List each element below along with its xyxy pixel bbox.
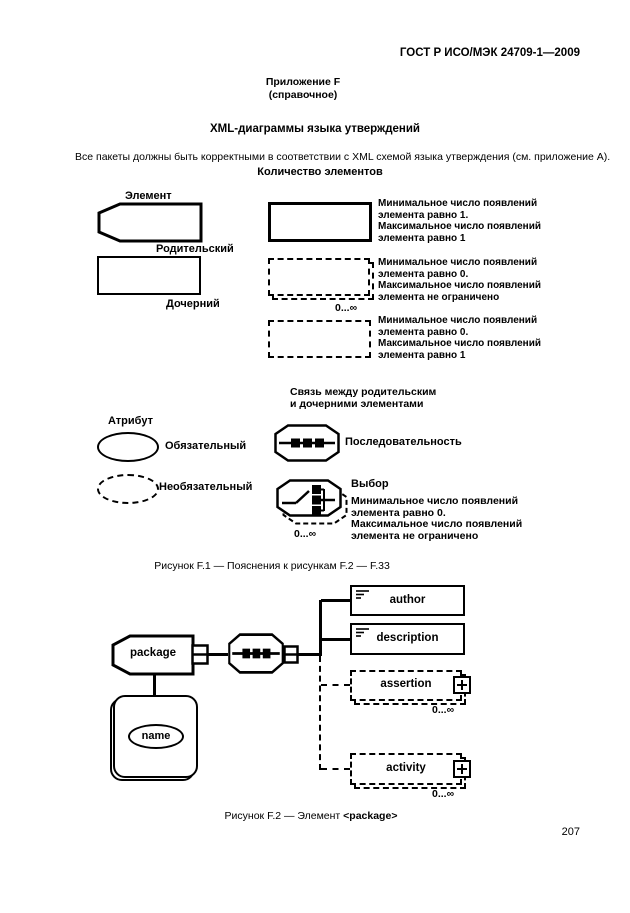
note-line: элемента равно 0. xyxy=(378,326,469,338)
occurrence-note-2: Минимальное число появлений элемента рав… xyxy=(378,257,541,303)
optional-label: Необязательный xyxy=(159,481,253,493)
name-attr-label: name xyxy=(141,730,171,742)
note-line: Максимальное число появлений xyxy=(351,518,523,531)
note-line: элемента не ограничено xyxy=(351,529,479,542)
occurrence-note-3: Минимальное число появлений элемента рав… xyxy=(378,315,541,361)
branch-line-author xyxy=(321,599,350,602)
package-node-label: package xyxy=(129,647,177,659)
page-number: 207 xyxy=(561,826,580,838)
connector-line xyxy=(298,653,320,656)
plus-icon xyxy=(457,680,467,690)
description-node: description xyxy=(350,623,465,655)
note-line: элемента равно 0. xyxy=(378,268,469,280)
sequence-icon xyxy=(274,424,340,462)
connector-line xyxy=(208,653,228,656)
author-node-label: author xyxy=(389,594,426,606)
note-line: элемента не ограничено xyxy=(378,291,500,303)
expand-plus-icon xyxy=(453,760,471,778)
parent-label: Родительский xyxy=(156,243,234,255)
package-tag-shape xyxy=(111,634,195,676)
choice-note: Минимальное число появлений элемента рав… xyxy=(351,495,523,542)
expand-plus-icon xyxy=(453,676,471,694)
sequence-icon xyxy=(228,633,284,674)
description-node-label: description xyxy=(376,632,439,644)
attr-box: name xyxy=(113,695,198,778)
element-tag-shape xyxy=(97,202,203,243)
note-line: элемента равно 0. xyxy=(351,506,446,519)
plus-icon xyxy=(457,764,467,774)
figure2-caption-text: Рисунок F.2 — Элемент xyxy=(224,810,344,822)
occurrence-1-1-shape xyxy=(268,202,372,242)
assertion-badge: 0...∞ xyxy=(432,704,455,716)
note-line: элемента равно 1 xyxy=(378,232,466,244)
child-label: Дочерний xyxy=(166,298,220,310)
optional-attribute-shape xyxy=(97,474,159,504)
element-label: Элемент xyxy=(125,190,172,202)
connector-icon xyxy=(283,645,299,664)
relation-heading-line: и дочерними элементами xyxy=(290,397,424,410)
package-attr-line xyxy=(153,675,156,696)
document-header: ГОСТ Р ИСО/МЭК 24709-1—2009 xyxy=(399,47,580,59)
branch-line-description xyxy=(321,638,350,641)
document-icon xyxy=(356,590,369,599)
figure2-caption-code: <package> xyxy=(343,810,398,822)
occurrence-note-1: Минимальное число появлений элемента рав… xyxy=(378,198,541,244)
activity-node-label: activity xyxy=(386,762,426,774)
figure1-caption: Рисунок F.1 — Пояснения к рисункам F.2 —… xyxy=(154,560,390,572)
note-line: элемента равно 1 xyxy=(378,349,466,361)
note-line: Максимальное число появлений xyxy=(378,338,542,350)
choice-label: Выбор xyxy=(351,478,389,490)
author-node: author xyxy=(350,585,465,616)
activity-badge: 0...∞ xyxy=(432,788,455,800)
note-line: элемента равно 1. xyxy=(378,209,469,221)
branch-line-activity xyxy=(321,768,350,770)
required-label: Обязательный xyxy=(165,440,247,452)
choice-icon xyxy=(276,479,348,525)
note-line: Максимальное число появлений xyxy=(378,280,542,292)
occurrence-0-inf-shape xyxy=(268,258,370,296)
choice-badge: 0...∞ xyxy=(294,528,317,540)
sequence-label: Последовательность xyxy=(345,436,462,448)
note-line: Максимальное число появлений xyxy=(378,221,542,233)
assertion-node-label: assertion xyxy=(380,678,432,690)
note-line: Минимальное число появлений xyxy=(378,257,538,268)
annex-type-label: (справочное) xyxy=(268,89,338,101)
intro-paragraph: Все пакеты должны быть корректными в соо… xyxy=(75,151,611,163)
quantity-heading: Количество элементов xyxy=(257,166,383,178)
activity-node: activity xyxy=(350,753,462,785)
relation-heading: Связь между родительским и дочерними эле… xyxy=(290,386,437,410)
connector-icon xyxy=(191,644,209,665)
occurrence-badge: 0...∞ xyxy=(335,302,358,314)
annex-label: Приложение F xyxy=(265,76,341,88)
note-line: Минимальное число появлений xyxy=(378,198,538,209)
branch-line-assertion xyxy=(321,684,350,686)
page-title: XML-диаграммы языка утверждений xyxy=(210,123,420,135)
relation-heading-line: Связь между родительским xyxy=(290,386,437,398)
required-attribute-shape xyxy=(97,432,159,462)
name-attr-shape: name xyxy=(128,724,184,749)
document-icon xyxy=(356,628,369,637)
trunk-line-dashed xyxy=(319,656,321,770)
assertion-node: assertion xyxy=(350,670,462,701)
child-element-shape xyxy=(97,256,201,295)
occurrence-0-1-shape xyxy=(268,320,371,358)
figure2-caption: Рисунок F.2 — Элемент <package> xyxy=(0,810,622,822)
note-line: Минимальное число появлений xyxy=(351,495,519,507)
trunk-line-solid xyxy=(319,600,322,656)
note-line: Минимальное число появлений xyxy=(378,315,538,326)
attribute-label: Атрибут xyxy=(108,415,153,427)
